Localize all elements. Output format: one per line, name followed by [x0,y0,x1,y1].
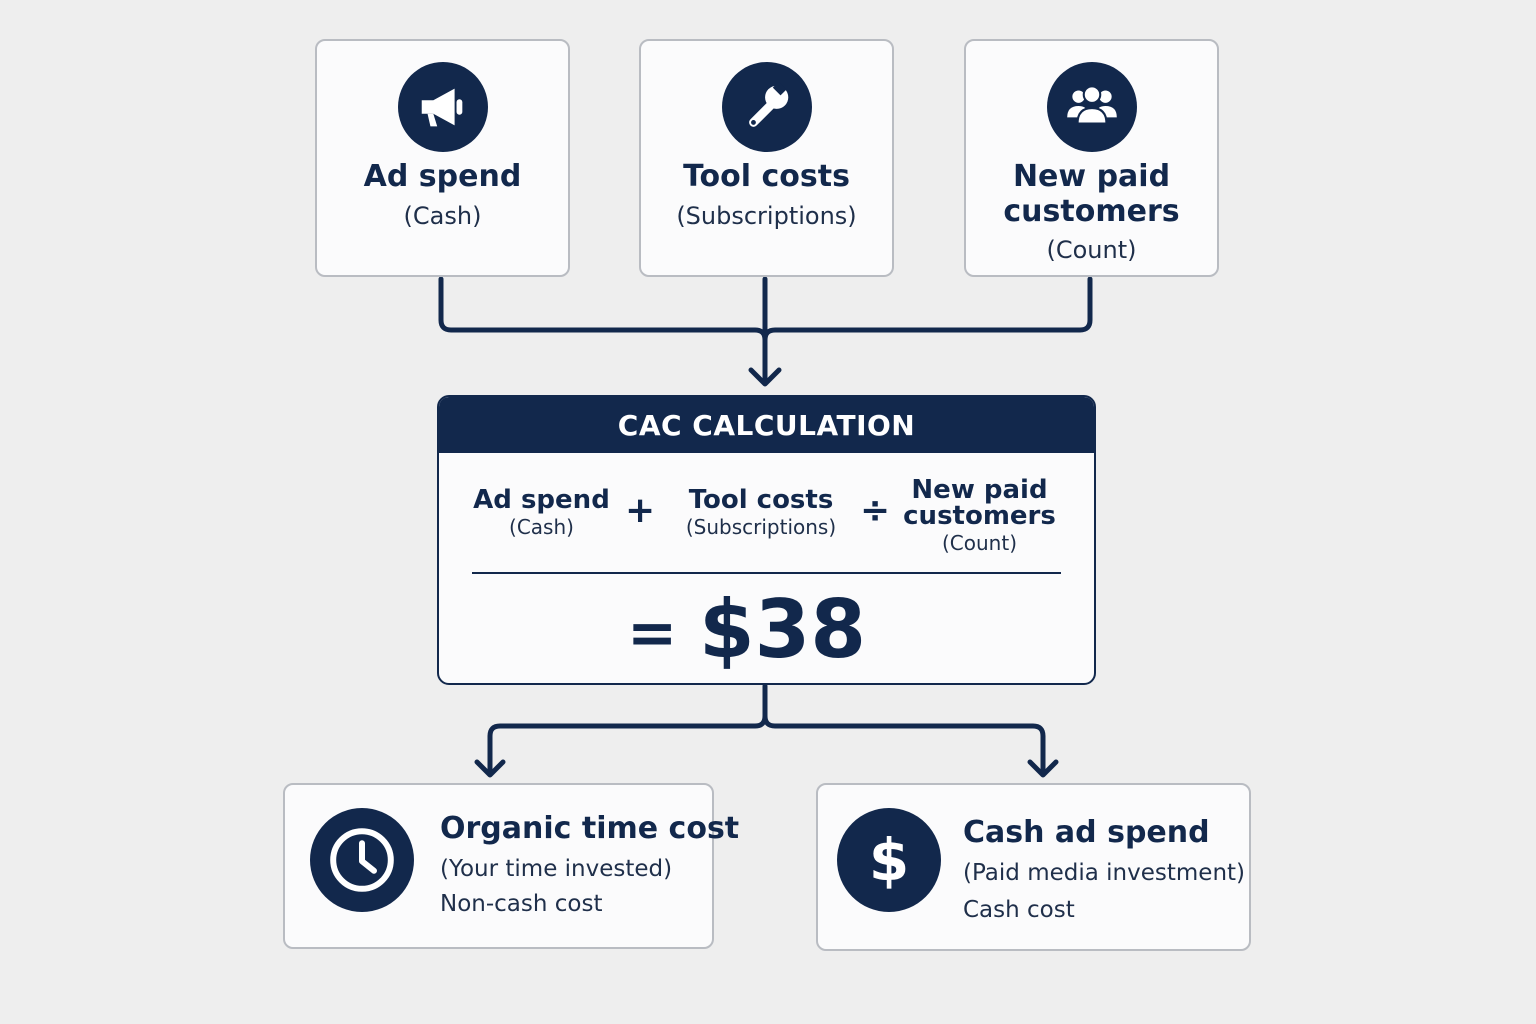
divide-operator: ÷ [860,490,891,531]
new-paid-customers-card: New paid customers (Count) [964,39,1219,277]
formula-term-ad-spend-subtitle: (Cash) [509,515,574,539]
ad-spend-title: Ad spend [363,159,522,194]
organic-time-cost-line1: (Your time invested) [440,856,673,882]
formula-term-ad-spend: Ad spend (Cash) [469,487,614,541]
people-icon [1046,62,1137,152]
clock-icon [310,808,414,912]
arrowhead-to-cash [1027,759,1059,778]
plus-operator: + [625,490,656,531]
formula-term-customers-subtitle: (Count) [942,531,1017,555]
connector-to-cash [762,713,1046,777]
organic-time-cost-title: Organic time cost [440,811,740,846]
tool-costs-card: Tool costs (Subscriptions) [639,39,894,277]
formula-term-tool-costs: Tool costs (Subscriptions) [676,487,846,541]
organic-time-cost-card: Organic time cost (Your time invested) N… [283,783,739,949]
formula-term-new-paid-customers: New paid customers (Count) [902,477,1057,557]
cash-ad-spend-line1: (Paid media investment) [963,860,1246,886]
cac-calculation-header: CAC CALCULATION [439,397,1094,453]
connector-ad-spend [438,276,768,343]
ad-spend-subtitle: (Cash) [403,202,482,230]
dollar-icon: $ [837,808,941,912]
arrowhead-to-organic [474,759,506,778]
ad-spend-card: Ad spend (Cash) [315,39,570,277]
cash-ad-spend-card: $ Cash ad spend (Paid media investment) … [816,783,1251,951]
cash-ad-spend-line2: Cash cost [963,897,1075,923]
formula-term-tool-costs-subtitle: (Subscriptions) [685,515,837,539]
new-paid-customers-title-line2: customers [1003,194,1180,229]
cac-result-value: $38 [699,583,866,676]
formula-term-ad-spend-title: Ad spend [473,485,610,515]
new-paid-customers-title: New paid customers [966,159,1217,229]
new-paid-customers-subtitle: (Count) [1046,236,1137,264]
fraction-divider [472,572,1061,574]
equals-sign: = [627,598,678,668]
organic-time-cost-line2: Non-cash cost [440,891,603,917]
tool-costs-title: Tool costs [683,159,850,194]
megaphone-icon [397,62,488,152]
connector-to-organic [487,683,768,777]
formula-term-tool-costs-title: Tool costs [688,485,834,515]
dollar-symbol: $ [868,826,910,894]
cac-calculation-box: CAC CALCULATION Ad spend (Cash) + Tool c… [437,395,1096,685]
formula-term-customers-line2: customers [903,501,1056,531]
formula-term-customers-line1: New paid [911,475,1048,505]
cash-ad-spend-title: Cash ad spend [963,815,1210,850]
wrench-icon [721,62,812,152]
arrowhead-to-calc [748,367,782,387]
new-paid-customers-title-line1: New paid [1012,159,1171,194]
connector-customers [762,276,1093,343]
tool-costs-subtitle: (Subscriptions) [676,202,857,230]
